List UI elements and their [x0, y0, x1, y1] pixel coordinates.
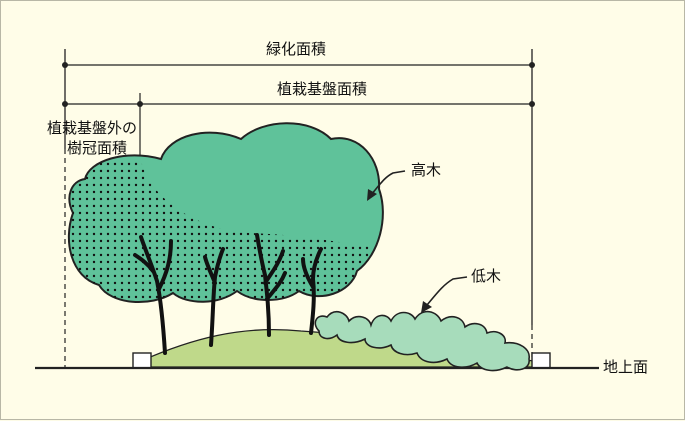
tall-tree-label: 高木 [411, 161, 442, 179]
dim-point [137, 101, 143, 107]
tall-tree-leader-line [370, 170, 406, 196]
planting-base-area-label: 植栽基盤面積 [277, 80, 368, 98]
base-edge-block-right [531, 352, 551, 369]
dim-point [529, 101, 535, 107]
shrub-leader-arrow [421, 301, 432, 313]
shrub [314, 310, 530, 372]
dim-point [529, 62, 535, 68]
shrub-label: 低木 [471, 267, 502, 285]
outside-canopy-label-line1: 植栽基盤外の [47, 119, 138, 137]
tall-tree-leader-arrow [367, 189, 377, 201]
greening-area-label: 緑化面積 [266, 40, 327, 58]
ground-level-label: 地上面 [603, 358, 649, 376]
dim-point [62, 62, 68, 68]
base-edge-block-left [132, 352, 152, 369]
dim-point [62, 101, 68, 107]
tall-tree-canopy [67, 122, 384, 303]
outside-canopy-label-line2: 樹冠面積 [67, 139, 128, 157]
shrub-leader-line [426, 276, 468, 306]
canopy-dot-shading [68, 161, 371, 303]
tall-tree-trunks [133, 233, 323, 355]
